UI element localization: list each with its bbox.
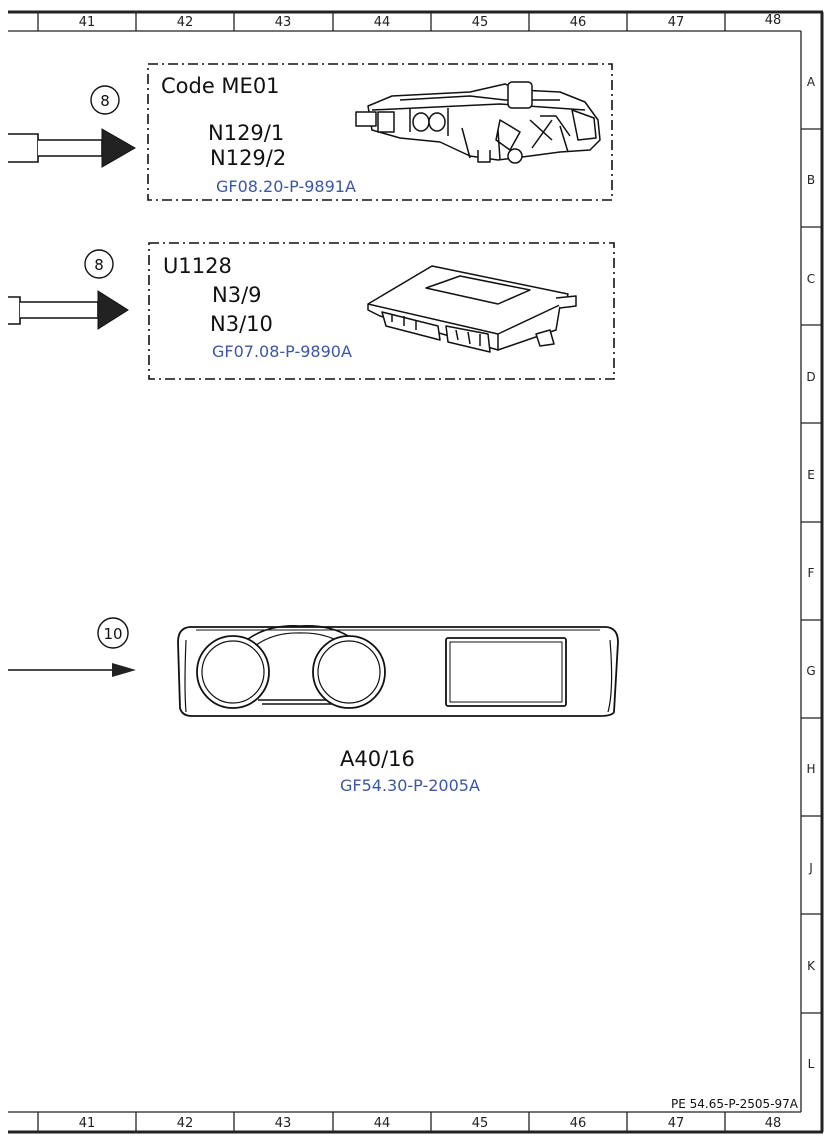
callout-number: 8 — [94, 256, 104, 274]
column-label: 44 — [374, 15, 391, 30]
module-title: Code ME01 — [161, 74, 280, 98]
column-label: 43 — [275, 15, 292, 30]
connector-line-arrow — [8, 663, 136, 677]
connector-arrow — [8, 128, 137, 168]
column-label: 41 — [79, 15, 96, 30]
component-code: N129/1 — [208, 121, 284, 145]
row-label: H — [806, 762, 815, 776]
row-label: J — [808, 861, 813, 875]
column-label: 44 — [374, 1116, 391, 1131]
module-me01: 8 Code ME01 N129/1 N129/2 GF08.20-P-9891… — [8, 63, 613, 201]
column-labels-top: 41 42 43 44 45 46 47 48 — [79, 13, 782, 30]
callout-number: 10 — [103, 625, 122, 643]
doc-link[interactable]: GF08.20-P-9891A — [216, 177, 356, 196]
column-ticks — [37, 12, 726, 1132]
row-label: L — [808, 1057, 815, 1071]
row-label: G — [806, 664, 815, 678]
column-label: 41 — [79, 1116, 96, 1131]
instrument-cluster-icon — [177, 625, 619, 717]
callout-circle: 8 — [84, 249, 114, 279]
module-title: U1128 — [163, 254, 232, 278]
column-label: 48 — [765, 13, 782, 28]
column-labels-bottom: 41 42 43 44 45 46 47 48 — [79, 1116, 782, 1131]
row-label: D — [806, 370, 815, 384]
engine-control-unit-icon — [355, 81, 601, 164]
instrument-cluster-section: 10 A40/16 GF54.30-P-2005A — [8, 617, 619, 795]
column-label: 45 — [472, 1116, 489, 1131]
column-label: 47 — [668, 1116, 685, 1131]
column-label: 46 — [570, 15, 587, 30]
doc-link[interactable]: GF07.08-P-9890A — [212, 342, 352, 361]
sheet-frame — [8, 10, 824, 1134]
row-label: F — [808, 566, 815, 580]
row-label: C — [807, 272, 815, 286]
row-labels: A B C D E F G H J K L — [806, 75, 816, 1071]
connector-arrow — [8, 290, 129, 330]
callout-number: 8 — [100, 92, 110, 110]
row-label: B — [807, 173, 815, 187]
column-label: 43 — [275, 1116, 292, 1131]
row-label: E — [807, 468, 815, 482]
column-label: 47 — [668, 15, 685, 30]
component-code: N129/2 — [210, 146, 286, 170]
doc-link[interactable]: GF54.30-P-2005A — [340, 776, 480, 795]
document-reference: PE 54.65-P-2505-97A — [671, 1097, 799, 1111]
column-label: 45 — [472, 15, 489, 30]
option-frame — [148, 242, 615, 380]
callout-circle: 10 — [97, 617, 129, 649]
module-u1128: 8 U1128 N3/9 N3/10 GF07.08-P-9890A — [8, 242, 615, 380]
column-label: 42 — [177, 15, 194, 30]
column-label: 42 — [177, 1116, 194, 1131]
row-ticks — [801, 128, 822, 1014]
row-label: A — [807, 75, 816, 89]
row-label: K — [807, 959, 816, 973]
callout-circle: 8 — [90, 85, 120, 115]
component-code: N3/10 — [210, 312, 273, 336]
component-code: N3/9 — [212, 283, 262, 307]
control-module-box-icon — [367, 265, 577, 353]
component-code: A40/16 — [340, 747, 415, 771]
column-label: 48 — [765, 1116, 782, 1131]
column-label: 46 — [570, 1116, 587, 1131]
